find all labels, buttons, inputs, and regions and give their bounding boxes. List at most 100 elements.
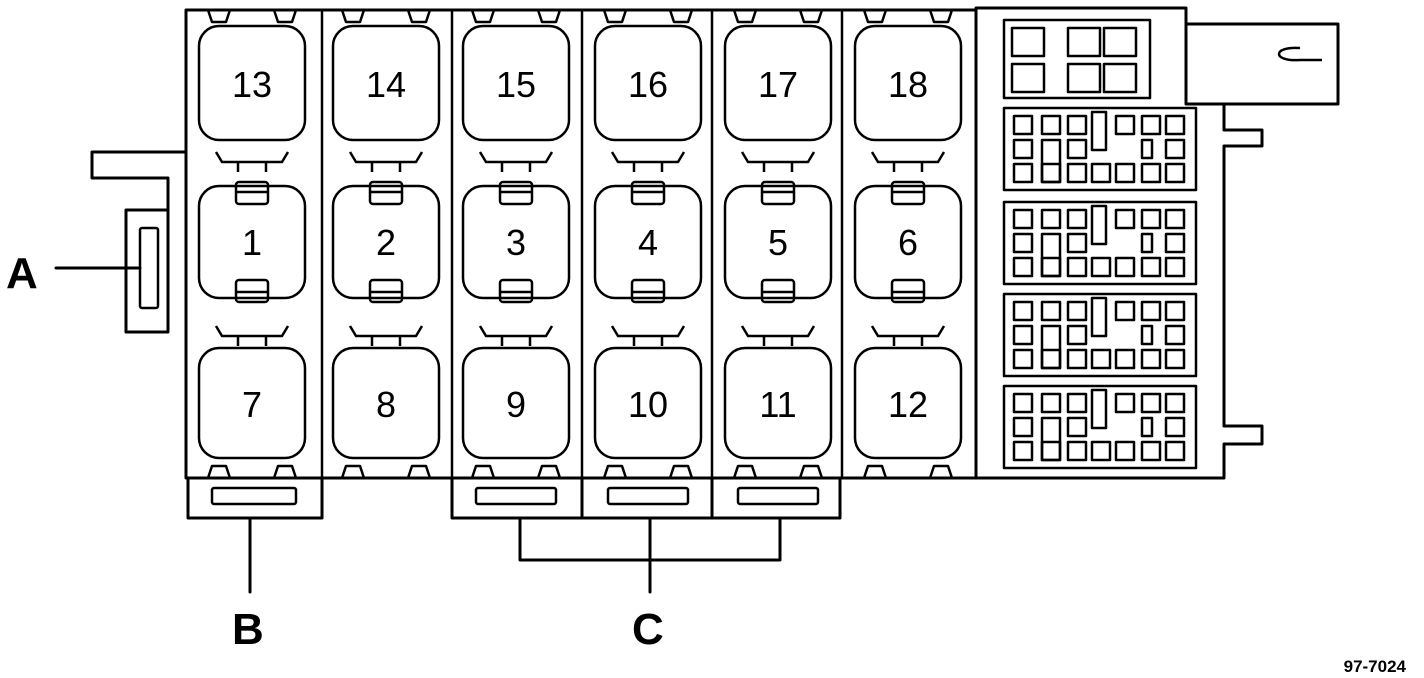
relay-position-label: 14 <box>366 64 406 105</box>
socket-clip-tab <box>478 325 554 346</box>
fuse-cell <box>1066 440 1088 462</box>
fuse-cell <box>1012 162 1034 184</box>
fuse-cell <box>1010 26 1046 58</box>
fuse-cell-narrow <box>1140 324 1154 346</box>
fuse-cell <box>1066 232 1088 254</box>
fuse-row <box>1002 106 1198 192</box>
fuse-cell <box>1066 138 1088 160</box>
fuse-cell <box>1012 348 1034 370</box>
fuse-cell-tall <box>1090 204 1108 246</box>
fuse-cell <box>1102 62 1138 94</box>
socket-clip-tab <box>214 325 290 346</box>
fuse-cell <box>1114 440 1136 462</box>
fuse-cell <box>1090 348 1112 370</box>
callout-c: C <box>632 605 664 654</box>
fuse-cell <box>1164 300 1186 322</box>
fuse-cell-tall <box>1090 110 1108 152</box>
fuse-cell-narrow <box>1140 232 1154 254</box>
relay-position-label: 5 <box>768 222 788 263</box>
relay-position-label: 6 <box>898 222 918 263</box>
fuse-cell <box>1164 256 1186 278</box>
fuse-cell <box>1164 208 1186 230</box>
fuse-cell <box>1164 416 1186 438</box>
fuse-cell-narrow <box>1140 416 1154 438</box>
fuse-cell <box>1012 392 1034 414</box>
fuse-cell <box>1114 348 1136 370</box>
relay-position-label: 1 <box>242 222 262 263</box>
relay-position-label: 12 <box>888 384 928 425</box>
relay-position-label: 7 <box>242 384 262 425</box>
relay-socket <box>461 184 571 300</box>
fuse-cell <box>1040 440 1062 462</box>
fuse-cell <box>1164 162 1186 184</box>
fuse-block-housing <box>974 6 1340 480</box>
fuse-row <box>1002 384 1198 470</box>
relay-socket <box>853 346 963 460</box>
fuse-cell-narrow <box>1140 138 1154 160</box>
fuse-cell <box>1114 392 1136 414</box>
latch-ridge <box>892 190 924 294</box>
relay-socket <box>723 24 833 142</box>
connector-b-housing <box>186 476 324 520</box>
relay-position-label: 16 <box>628 64 668 105</box>
fuse-cell <box>1066 348 1088 370</box>
figure-reference: 97-7024 <box>1344 657 1407 676</box>
housing-notch <box>862 464 954 479</box>
fuse-cell <box>1140 162 1162 184</box>
fuse-cell <box>1012 114 1034 136</box>
socket-clip-tab <box>870 325 946 346</box>
fuse-cell <box>1090 440 1112 462</box>
socket-clip-tab <box>214 151 290 172</box>
housing-notch <box>732 464 824 479</box>
relay-position-label: 3 <box>506 222 526 263</box>
fuse-cell-tall <box>1090 296 1108 338</box>
fuse-cell <box>1140 392 1162 414</box>
fuse-connector-top <box>1002 18 1152 100</box>
fuse-cell <box>1012 256 1034 278</box>
fuse-row <box>1002 200 1198 286</box>
relay-socket <box>331 184 441 300</box>
latch-ridge <box>762 190 794 294</box>
fuse-cell <box>1040 114 1062 136</box>
connector-a-slot <box>138 226 160 310</box>
relay-position-label: 17 <box>758 64 798 105</box>
relay-socket <box>461 24 571 142</box>
relay-position-label: 4 <box>638 222 658 263</box>
fuse-cell <box>1066 416 1088 438</box>
fuse-cell <box>1164 440 1186 462</box>
housing-notch <box>602 464 694 479</box>
relay-position-label: 11 <box>759 384 796 425</box>
fuse-cell <box>1012 300 1034 322</box>
fuse-cell <box>1164 138 1186 160</box>
left-mounting-bracket <box>90 150 188 334</box>
latch-ridge <box>632 190 664 294</box>
callout-b: B <box>232 605 264 654</box>
fuse-cell <box>1102 26 1138 58</box>
fuse-cell-tall <box>1040 324 1062 370</box>
fuse-cell <box>1140 208 1162 230</box>
relay-socket <box>197 184 307 300</box>
fuse-cell <box>1114 256 1136 278</box>
fuse-cell <box>1140 440 1162 462</box>
socket-clip-tab <box>870 151 946 172</box>
relay-socket <box>723 346 833 460</box>
fuse-cell <box>1066 208 1088 230</box>
socket-clip-tab <box>348 151 424 172</box>
relay-socket <box>331 346 441 460</box>
relay-socket <box>461 346 571 460</box>
fuse-cell <box>1066 300 1088 322</box>
fuse-cell <box>1114 208 1136 230</box>
relay-socket <box>723 184 833 300</box>
socket-clip-tab <box>740 325 816 346</box>
socket-clip-tab <box>610 325 686 346</box>
fuse-cell <box>1066 324 1088 346</box>
relay-socket <box>593 184 703 300</box>
relay-socket <box>593 346 703 460</box>
connector-c-slot-2 <box>606 486 690 506</box>
fuse-cell <box>1012 416 1034 438</box>
relay-position-label: 15 <box>496 64 536 105</box>
housing-notch <box>732 9 824 24</box>
relay-position-label: 10 <box>628 384 668 425</box>
fuse-cell <box>1012 138 1034 160</box>
